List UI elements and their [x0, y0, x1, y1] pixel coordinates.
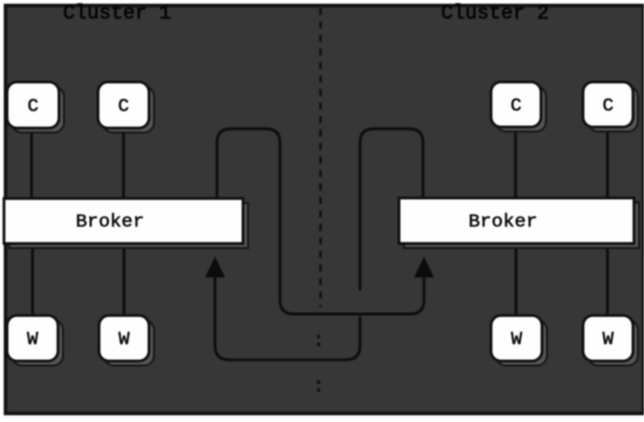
svg-text:C: C	[602, 96, 613, 117]
svg-text:Broker: Broker	[76, 212, 145, 233]
svg-text:C: C	[27, 96, 38, 117]
svg-text:W: W	[118, 329, 130, 350]
svg-text:W: W	[602, 329, 614, 350]
svg-text:W: W	[511, 329, 523, 350]
svg-text:W: W	[27, 329, 39, 350]
svg-text:Cluster 1: Cluster 1	[63, 3, 171, 26]
svg-text:Broker: Broker	[469, 212, 538, 233]
svg-text:Cluster 2: Cluster 2	[441, 3, 549, 26]
svg-text:C: C	[510, 96, 521, 117]
svg-text:C: C	[118, 96, 129, 117]
